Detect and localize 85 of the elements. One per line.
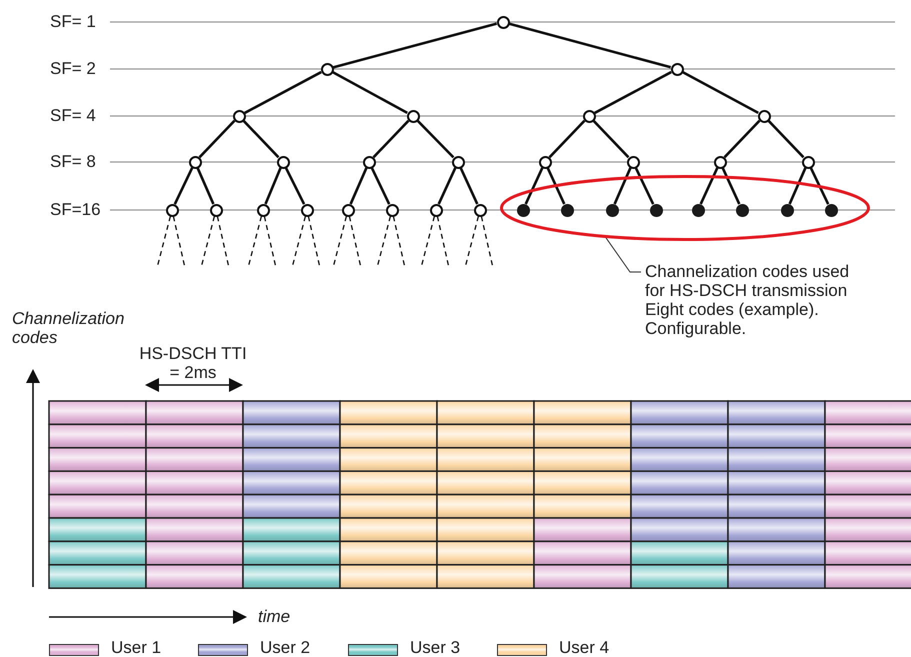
tree-branch xyxy=(546,167,566,205)
tree-branch xyxy=(372,120,410,158)
used-code-node xyxy=(692,204,704,216)
code-node xyxy=(210,204,222,216)
tree-branch xyxy=(788,167,807,205)
interval-label: HS-DSCH TTI = 2ms xyxy=(138,344,248,382)
tree-branch xyxy=(264,168,282,204)
dashed-branch xyxy=(308,216,321,268)
leader-line xyxy=(606,237,642,272)
level-label: SF= 1 xyxy=(50,12,96,31)
code-node xyxy=(714,156,726,168)
tree-branch xyxy=(613,167,632,205)
callout-text: Eight codes (example). Configurable. xyxy=(645,300,820,338)
level-label: SF= 2 xyxy=(50,59,96,78)
tree-branch xyxy=(244,70,322,114)
level-label: SF= 8 xyxy=(50,152,96,171)
used-code-node xyxy=(516,204,530,216)
code-node xyxy=(342,204,354,216)
code-node xyxy=(320,62,334,76)
code-node xyxy=(474,204,486,216)
code-node xyxy=(166,204,178,216)
tree-branch xyxy=(592,120,630,158)
tree-branch xyxy=(349,167,368,205)
code-node xyxy=(300,204,314,216)
tree-branch xyxy=(438,167,456,205)
code-node xyxy=(538,156,552,168)
code-node xyxy=(496,16,510,28)
axis-title: time xyxy=(258,607,290,626)
tree-branch xyxy=(196,167,215,205)
tree-branch xyxy=(242,120,280,158)
level-label: SF=16 xyxy=(50,200,101,219)
code-node xyxy=(758,110,770,122)
used-code-node xyxy=(560,204,574,216)
tree-branch xyxy=(332,70,408,114)
tree-branch xyxy=(460,167,478,205)
tree-branch xyxy=(524,167,544,205)
tree-branch xyxy=(174,167,194,205)
code-node xyxy=(362,156,376,168)
code-node xyxy=(188,156,202,168)
dashed-branch xyxy=(348,216,362,268)
used-code-node xyxy=(780,204,794,216)
legend-label: User 3 xyxy=(410,638,460,657)
dashed-branch xyxy=(392,216,406,268)
dashed-branch xyxy=(172,216,186,268)
code-node xyxy=(276,156,290,168)
code-node xyxy=(232,110,246,122)
tree-branch xyxy=(332,22,498,69)
dashed-branch xyxy=(264,216,277,268)
tree-branch xyxy=(284,167,306,205)
used-code-node xyxy=(824,204,838,216)
code-node xyxy=(256,204,270,216)
used-code-node xyxy=(650,204,662,216)
highlight-ellipse xyxy=(500,175,870,241)
code-node xyxy=(802,156,814,168)
tree-branch xyxy=(768,120,804,158)
code-node xyxy=(626,156,640,168)
tree-branch xyxy=(810,167,830,205)
tree-branch xyxy=(700,167,718,205)
tree-branch xyxy=(548,120,586,158)
code-node xyxy=(670,62,684,76)
tree-branch xyxy=(724,120,760,158)
legend-label: User 1 xyxy=(111,638,162,657)
dashed-branch xyxy=(436,216,450,268)
tree-branch xyxy=(634,167,654,205)
tree-branch xyxy=(722,167,740,205)
tree-branch xyxy=(416,120,454,158)
tree-branch xyxy=(682,70,759,114)
code-node xyxy=(430,204,442,216)
code-node xyxy=(406,110,420,122)
tree-branch xyxy=(594,70,672,114)
dashed-branch xyxy=(216,216,230,268)
tree-branch xyxy=(370,167,390,205)
legend-label: User 2 xyxy=(260,638,310,657)
axis-title: Channelization codes xyxy=(12,309,126,347)
level-label: SF= 4 xyxy=(50,106,96,125)
used-code-node xyxy=(606,204,618,216)
code-node xyxy=(386,204,398,216)
callout-text: Channelization codes used for HS-DSCH transmission xyxy=(645,262,850,300)
dashed-branch xyxy=(480,216,494,268)
code-node xyxy=(452,156,464,168)
tree-branch xyxy=(508,22,672,69)
tree-branch xyxy=(198,120,236,158)
used-code-node xyxy=(736,204,748,216)
legend-label: User 4 xyxy=(559,638,610,657)
code-node xyxy=(582,110,596,122)
